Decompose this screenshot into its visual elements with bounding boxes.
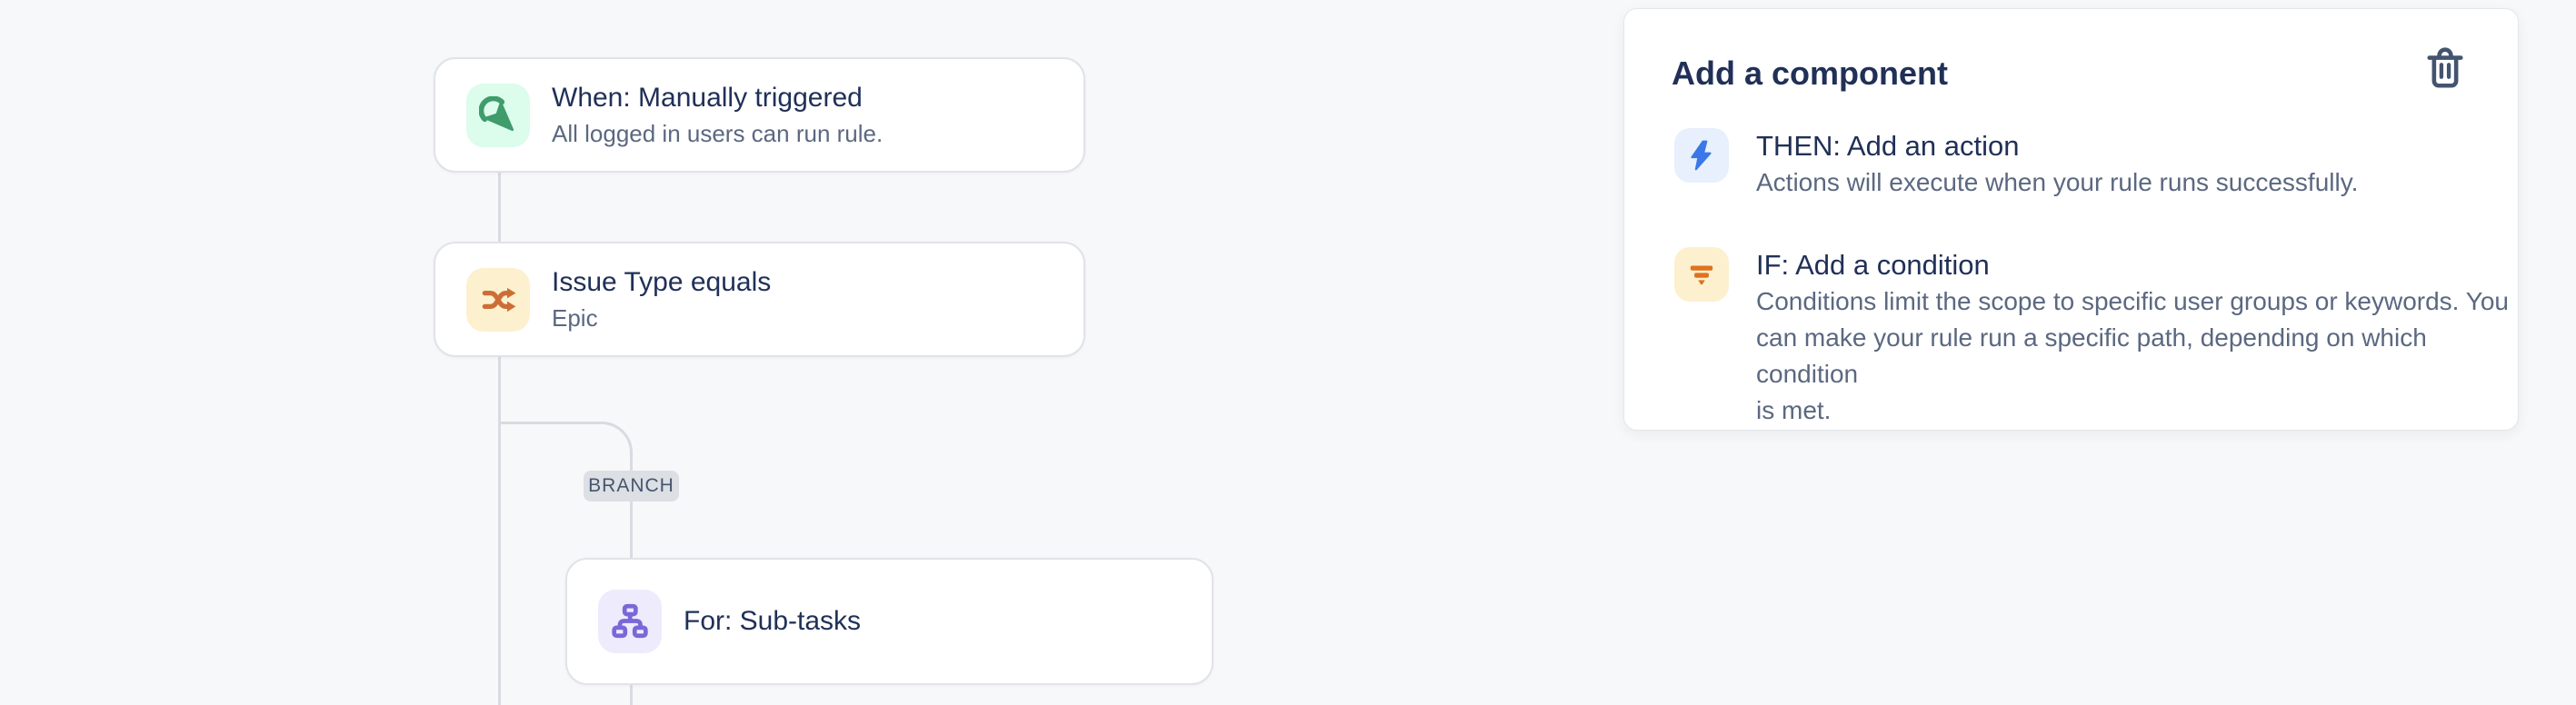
node-title: Issue Type equals: [552, 267, 772, 297]
panel-item-then-add-action[interactable]: THEN: Add an action Actions will execute…: [1674, 128, 2358, 201]
panel-item-title: THEN: Add an action: [1756, 130, 2020, 162]
node-subtitle: Epic: [552, 304, 598, 332]
subtasks-tree-icon: [598, 590, 662, 653]
panel-item-desc: Actions will execute when your rule runs…: [1756, 168, 2359, 196]
node-title: When: Manually triggered: [552, 83, 863, 113]
node-for-sub-tasks[interactable]: For: Sub-tasks: [565, 558, 1213, 685]
panel-item-desc-line: can make your rule run a specific path, …: [1756, 323, 2427, 388]
add-component-panel: Add a component THEN: Add an acti: [1623, 8, 2519, 431]
panel-title: Add a component: [1672, 55, 1948, 92]
delete-button[interactable]: [2420, 42, 2471, 100]
trash-icon: [2424, 46, 2466, 96]
branch-badge: BRANCH: [584, 471, 679, 501]
panel-item-desc-line: is met.: [1756, 396, 1832, 424]
panel-item-desc-line: Conditions limit the scope to specific u…: [1756, 287, 2509, 315]
node-title: For: Sub-tasks: [684, 606, 862, 636]
panel-item-title: IF: Add a condition: [1756, 249, 1990, 281]
node-subtitle: All logged in users can run rule.: [552, 120, 884, 147]
node-when-manually-triggered[interactable]: When: Manually triggered All logged in u…: [434, 57, 1085, 173]
filter-funnel-icon: [1674, 247, 1729, 302]
manual-trigger-icon: [466, 83, 530, 147]
panel-item-if-add-condition[interactable]: IF: Add a condition Conditions limit the…: [1674, 247, 2518, 429]
branch-badge-label: BRANCH: [588, 475, 674, 496]
node-issue-type-equals[interactable]: Issue Type equals Epic: [434, 242, 1085, 357]
lightning-icon: [1674, 128, 1729, 183]
shuffle-icon: [466, 267, 530, 332]
